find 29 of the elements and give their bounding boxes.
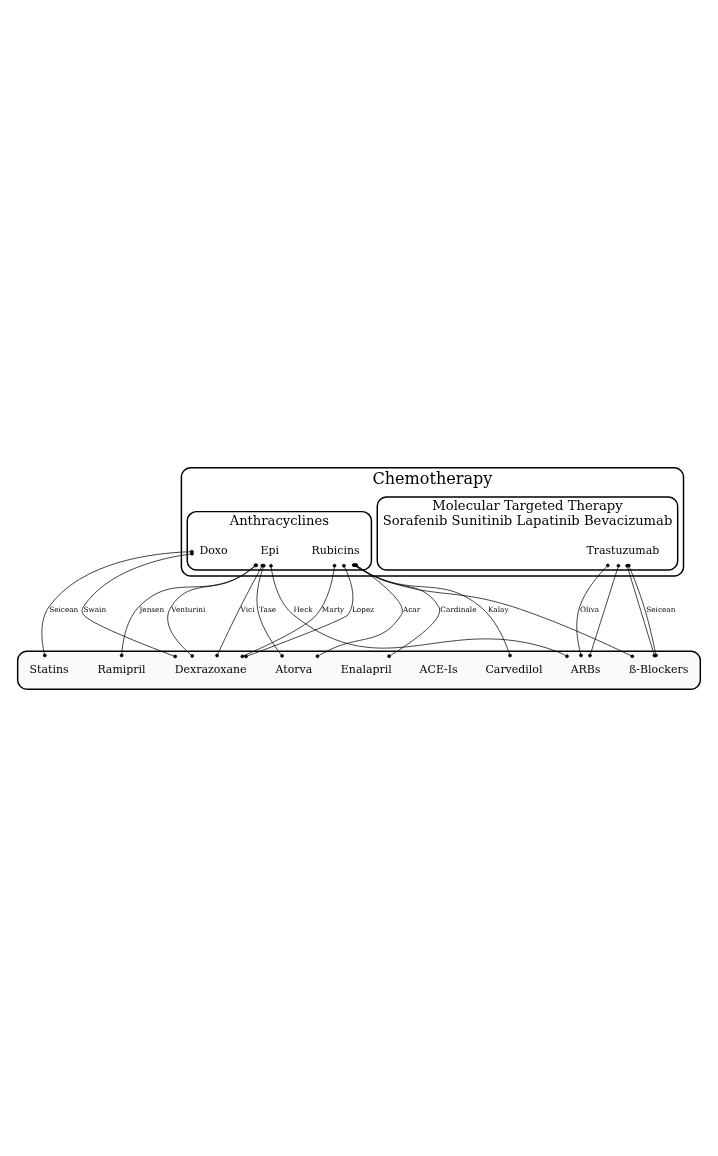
edge-label: Cardinale [440, 604, 477, 614]
node-text: Carvedilol [485, 662, 543, 676]
node-text: Dexrazoxane [174, 662, 247, 676]
edge-label: Swain [83, 604, 107, 614]
node-text: Atorva [275, 662, 313, 676]
node-text: Rubicins [311, 543, 360, 557]
node-text: Statins [29, 662, 69, 676]
node-text: ß-Blockers [629, 662, 689, 676]
edge-label: Tase [259, 604, 276, 614]
connector [588, 563, 621, 657]
node-text: Epi [260, 543, 280, 557]
edge-label: Seicean [49, 604, 79, 614]
node-text: ACE-Is [419, 662, 458, 676]
edge-label: Lopez [351, 604, 375, 614]
edge-label: Seicean [646, 604, 676, 614]
edge-label: Heck [293, 604, 313, 614]
node-text: Trastuzumab [586, 543, 660, 557]
node-text: Doxo [199, 543, 228, 557]
edge-label: Oliva [580, 604, 600, 614]
edge-label: Acar [403, 604, 421, 614]
edge-label: Venturini [171, 604, 206, 614]
edge-label: Jensen [139, 604, 165, 614]
connector [576, 563, 610, 657]
node-text: Ramipril [97, 662, 146, 676]
node-text: Enalapril [340, 662, 392, 676]
edge-label: Vici [240, 604, 255, 614]
edge-label: Kalay [487, 604, 509, 614]
node-text: ARBs [570, 662, 601, 676]
edge-label: Marty [321, 604, 345, 614]
